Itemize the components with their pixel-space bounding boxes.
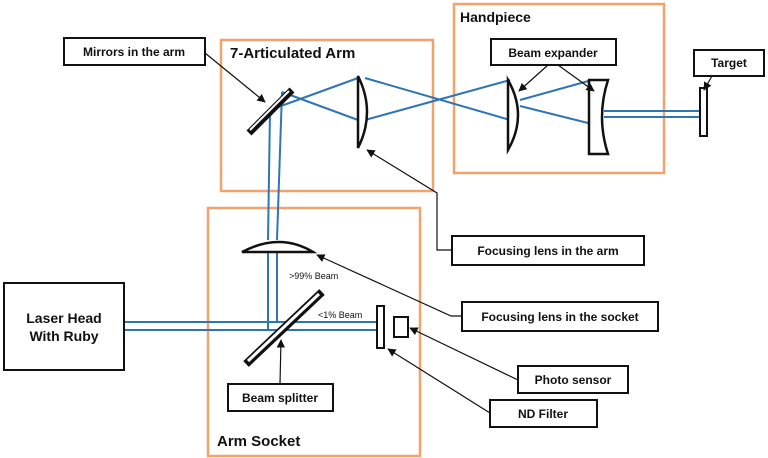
beam-splitter-label-box	[227, 383, 334, 412]
handpiece-title: Handpiece	[460, 9, 531, 25]
mirrors-label: Mirrors in the arm	[83, 45, 185, 59]
laser-head-box	[3, 282, 125, 371]
expander-concave-lens	[587, 78, 610, 156]
photo-sensor-element	[393, 316, 409, 338]
focusing-socket-label: Focusing lens in the socket	[481, 310, 638, 324]
mirrors-label-box	[63, 37, 206, 66]
target-label-box	[693, 49, 765, 77]
expander-convex-lens	[506, 75, 520, 155]
leader-arrows	[204, 52, 713, 414]
focusing-arm-label: Focusing lens in the arm	[477, 244, 618, 258]
beam-splitter-label: Beam splitter	[242, 391, 318, 405]
target-label: Target	[711, 56, 747, 70]
nd-filter-label-box	[489, 399, 598, 428]
photo-sensor-label: Photo sensor	[535, 373, 612, 387]
arm-frame	[219, 38, 435, 193]
nd-filter-element	[376, 305, 385, 349]
laser-head-label-1: Laser Head	[26, 310, 101, 326]
target-plate	[699, 87, 708, 137]
beam-paths	[124, 77, 700, 331]
arm-mirror	[246, 87, 295, 136]
beam-1-annotation: <1% Beam	[318, 310, 362, 320]
nd-filter-label: ND Filter	[518, 407, 568, 421]
focusing-arm-label-box	[451, 235, 645, 266]
laser-head-label-2: With Ruby	[29, 328, 98, 344]
beam-expander-label-box	[490, 38, 617, 66]
arm-focusing-lens	[356, 75, 369, 149]
socket-focusing-lens	[241, 240, 318, 254]
arm-title: 7-Articulated Arm	[230, 45, 355, 62]
handpiece-frame	[452, 2, 666, 175]
socket-title: Arm Socket	[217, 433, 300, 450]
beam-99-annotation: >99% Beam	[289, 271, 338, 281]
beam-expander-label: Beam expander	[508, 46, 598, 60]
socket-frame	[206, 206, 422, 458]
